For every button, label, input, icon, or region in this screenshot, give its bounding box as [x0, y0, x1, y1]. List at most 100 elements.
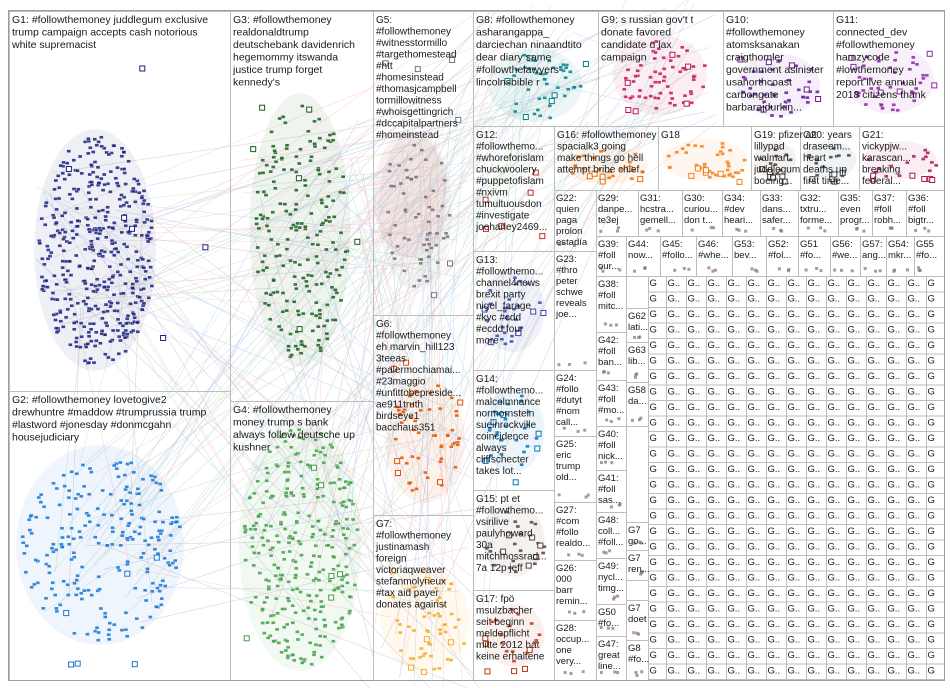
node-glyph [318, 588, 323, 592]
outlier-node [414, 66, 421, 73]
node-glyph [319, 655, 324, 659]
node-glyph [344, 505, 349, 509]
node-glyph [97, 283, 102, 287]
tile-label: G [650, 278, 657, 289]
node-glyph [141, 517, 146, 521]
node-glyph [266, 229, 272, 233]
group-label-line: mitc... [598, 301, 623, 312]
network-edge [148, 93, 498, 589]
tile-label: G.. [728, 371, 741, 382]
group-label-g49: G49:nycl...timg... [598, 561, 624, 594]
group-label-line: breaking [862, 165, 900, 176]
group-label-line: great [598, 650, 620, 661]
node-glyph [426, 255, 431, 259]
group-label-line: G7 [628, 525, 641, 536]
node-glyph [102, 611, 108, 615]
tile-label: G.. [848, 557, 861, 568]
node-glyph [424, 628, 430, 633]
group-label-line: #lastword #jonesday #donmcgahn [12, 419, 172, 431]
cluster-g7 [380, 567, 470, 676]
node-glyph [125, 257, 131, 261]
node-glyph [640, 670, 644, 674]
node-glyph [537, 97, 542, 101]
network-edge [356, 8, 665, 126]
node-glyph [294, 519, 299, 524]
node-glyph [570, 171, 575, 176]
node-glyph [297, 161, 302, 166]
group-label-line: very... [556, 656, 581, 667]
node-glyph [312, 453, 317, 457]
node-glyph [122, 473, 128, 477]
tile-label: G.. [908, 650, 921, 661]
outlier-node [295, 175, 302, 182]
node-glyph [448, 658, 454, 662]
node-glyph [862, 77, 867, 81]
node-glyph [135, 258, 141, 262]
network-edge [62, 11, 478, 307]
network-edge [124, 58, 564, 598]
node-glyph [578, 84, 583, 88]
node-glyph [759, 79, 764, 84]
node-glyph [280, 607, 285, 611]
node-glyph [823, 229, 827, 233]
node-glyph [71, 236, 76, 240]
node-glyph [331, 555, 337, 559]
group-label-line: #fo... [916, 250, 937, 261]
tile-label: G.. [908, 309, 921, 320]
node-glyph [347, 546, 352, 551]
node-glyph [850, 269, 854, 273]
group-label-line: always follow deutsche up [233, 429, 355, 441]
node-glyph [264, 224, 270, 228]
node-glyph [300, 661, 305, 665]
node-glyph [61, 237, 66, 241]
node-glyph [264, 578, 269, 582]
node-glyph [317, 172, 322, 176]
node-glyph [58, 319, 63, 323]
node-glyph [340, 503, 345, 508]
node-glyph [411, 628, 417, 633]
node-glyph [602, 370, 606, 374]
network-edge [573, 32, 651, 64]
node-glyph [69, 304, 74, 308]
node-glyph [324, 205, 329, 209]
node-glyph [61, 160, 66, 165]
node-glyph [120, 533, 125, 538]
node-glyph [50, 581, 55, 585]
node-glyph [150, 589, 155, 594]
node-glyph [99, 329, 105, 333]
network-edge [381, 74, 656, 649]
node-glyph [63, 315, 69, 320]
node-glyph [127, 204, 132, 209]
node-glyph [159, 603, 164, 607]
node-glyph [265, 471, 270, 475]
node-glyph [296, 539, 301, 543]
node-glyph [125, 462, 130, 466]
tile-label: G.. [708, 325, 721, 336]
network-edge [592, 8, 688, 66]
node-glyph [573, 611, 577, 615]
group-label-g43: G43:#foll#mo... [598, 383, 624, 416]
network-edge [77, 44, 503, 328]
group-label-line: remin... [556, 596, 588, 607]
node-glyph [345, 581, 350, 585]
node-glyph [526, 66, 532, 71]
node-glyph [676, 54, 681, 58]
group-label-line: #followthemoney [726, 27, 806, 39]
outlier-node [124, 570, 131, 577]
node-glyph [788, 158, 793, 162]
node-glyph [293, 576, 298, 580]
group-label-line: realdonaldtrump [233, 27, 309, 39]
tile-label: G [928, 433, 935, 444]
node-glyph [911, 154, 916, 159]
network-edge [496, 71, 662, 110]
node-glyph [107, 628, 112, 632]
node-glyph [301, 437, 306, 441]
tile-label: G.. [748, 402, 761, 413]
node-glyph [133, 233, 138, 237]
node-glyph [608, 170, 613, 174]
node-glyph [281, 432, 286, 436]
